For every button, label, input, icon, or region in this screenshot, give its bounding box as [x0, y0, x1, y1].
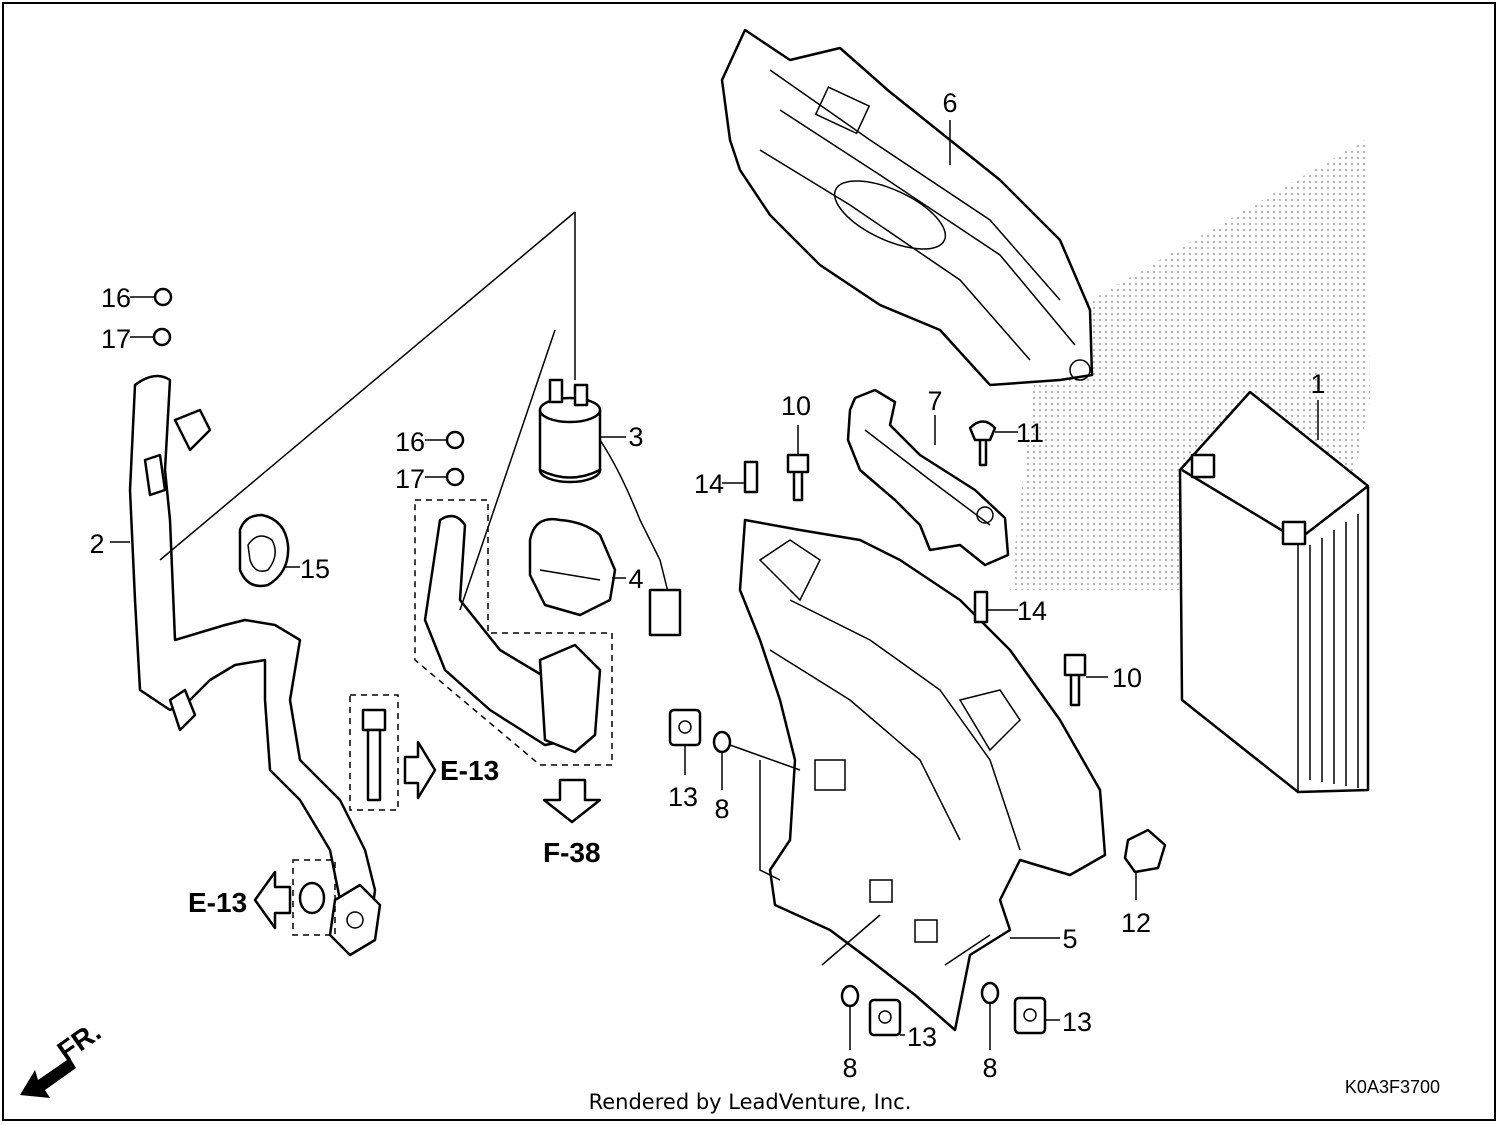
nut-13-c[interactable]	[1013, 996, 1047, 1035]
callout-10-b: 10	[1112, 663, 1142, 693]
callout-5: 5	[1062, 924, 1077, 954]
battery-cable-part[interactable]	[128, 374, 382, 957]
diagram-code: K0A3F3700	[1345, 1077, 1440, 1097]
callout-8-c: 8	[982, 1053, 997, 1083]
credit-line: Rendered by LeadVenture, Inc.	[588, 1090, 912, 1114]
callout-10-a: 10	[781, 391, 811, 421]
nut-13-a[interactable]	[668, 708, 702, 747]
front-direction-label: FR.	[52, 1016, 107, 1067]
collar-8-c[interactable]	[980, 981, 1000, 1005]
screw-11[interactable]	[968, 420, 997, 467]
callout-1: 1	[1310, 369, 1325, 399]
relay-cover-part[interactable]	[528, 517, 617, 617]
nut-16-a[interactable]	[153, 287, 173, 307]
washer-17-b[interactable]	[445, 467, 465, 487]
callout-8-a: 8	[714, 794, 729, 824]
ref-e13-right: E-13	[440, 755, 499, 786]
callout-14-b: 14	[1017, 596, 1047, 626]
callout-14-a: 14	[694, 469, 724, 499]
callout-4: 4	[628, 564, 643, 594]
callout-6: 6	[942, 88, 957, 118]
clip-14-b[interactable]	[973, 590, 989, 624]
callout-16-b: 16	[395, 427, 425, 457]
front-direction-arrow	[20, 1058, 76, 1098]
battery-part[interactable]	[1178, 390, 1370, 794]
callout-3: 3	[628, 422, 643, 452]
callout-13-c: 13	[1062, 1007, 1092, 1037]
bolt-10-a[interactable]	[786, 453, 810, 502]
callout-16-a: 16	[101, 283, 131, 313]
battery-tray-part[interactable]	[738, 518, 1107, 1032]
callout-11: 11	[1016, 418, 1044, 448]
ref-arrow-right	[403, 740, 437, 800]
callout-13-b: 13	[907, 1022, 937, 1052]
nut-16-b[interactable]	[445, 430, 465, 450]
terminal-bolt-part[interactable]	[349, 694, 399, 811]
callout-17-a: 17	[101, 324, 131, 354]
callout-13-a: 13	[668, 782, 698, 812]
starter-cable-part[interactable]	[414, 499, 613, 766]
clip-14-a[interactable]	[743, 460, 759, 494]
ref-f38: F-38	[543, 837, 601, 868]
callout-7: 7	[927, 386, 942, 416]
callout-17-b: 17	[395, 464, 425, 494]
ref-e13-left: E-13	[188, 887, 247, 918]
callout-15: 15	[300, 554, 330, 584]
ref-arrow-down	[542, 778, 602, 824]
callout-2: 2	[89, 529, 104, 559]
terminal-nut-part[interactable]	[292, 859, 336, 936]
callout-8-b: 8	[842, 1053, 857, 1083]
ref-arrow-left	[253, 870, 292, 930]
collar-8-a[interactable]	[712, 730, 732, 754]
bolt-10-b[interactable]	[1063, 653, 1087, 707]
nut-13-b[interactable]	[868, 998, 902, 1037]
cushion-12[interactable]	[1123, 828, 1167, 874]
starter-relay-part[interactable]	[538, 378, 682, 637]
battery-bracket-part[interactable]	[846, 388, 1010, 567]
washer-17-a[interactable]	[152, 327, 172, 347]
callout-12: 12	[1121, 908, 1151, 938]
leader-lines	[110, 120, 1319, 1050]
battery-cover-part[interactable]	[720, 28, 1094, 387]
cable-band-part[interactable]	[238, 513, 290, 588]
collar-8-b[interactable]	[840, 984, 860, 1008]
